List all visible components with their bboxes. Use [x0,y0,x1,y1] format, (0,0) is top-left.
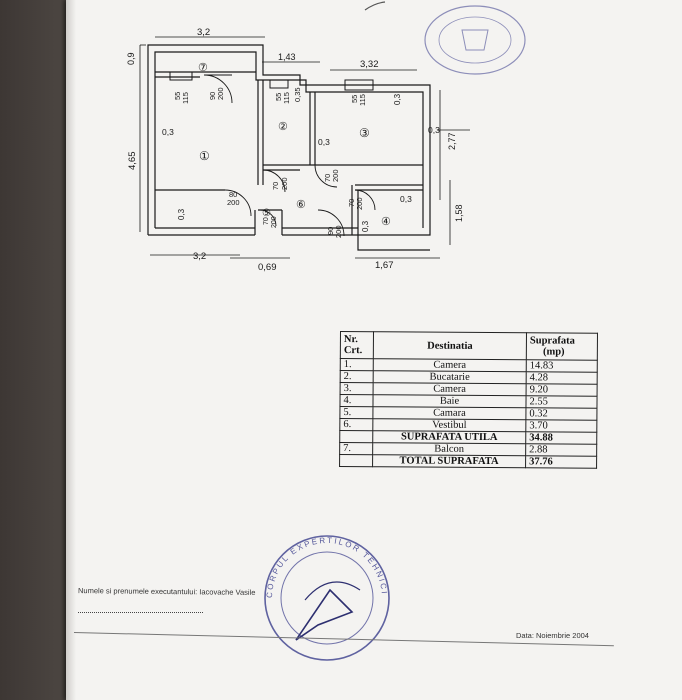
room-number-1: ① [199,149,210,163]
wall-label: 0,3 [162,127,174,137]
door-label: 70 [271,182,280,190]
dim-top-mid: 1,43 [278,52,296,62]
dim-bottom-left: 3,2 [193,251,206,262]
door-label: 200 [280,177,289,190]
room-number-3: ③ [359,126,370,140]
dimension-lines [139,36,470,259]
paper-edge [66,0,76,700]
stamp-top-right [424,5,526,75]
col-surf-header: Suprafata (mp) [526,332,598,361]
door-swings [203,74,376,237]
door-label: 200 [355,197,364,210]
col-nr-header: Nr.Crt. [340,331,374,359]
area-table: Nr.Crt. Destinatia Suprafata (mp) 1.Came… [339,331,598,469]
door-label: 70 [263,217,270,225]
window-label: 115 [358,94,367,106]
pen-stroke [364,1,386,11]
dim-right-low: 1,58 [454,204,464,222]
dim-bottom-right: 1,67 [375,260,394,271]
paper-sheet [66,0,682,700]
wall-label: 0,3 [400,194,412,204]
door-label: 80 [229,190,237,199]
signature-label: Numele si prenumele executantului: Iacov… [77,586,256,597]
room-number-2: ② [278,121,288,133]
wall-label: 0,3 [177,208,186,220]
wall-label: 0,3 [318,137,330,147]
stamp-text: CORPUL EXPERTILOR TEHNICI [265,536,389,598]
windows [169,71,374,91]
wall-label: 0,3 [393,93,402,105]
col-dest-header: Destinatia [373,331,527,360]
window-label: 55 [274,93,283,101]
room-number-6: ⑥ [296,199,306,211]
signature-line [78,612,203,613]
door-label: 70 [347,199,356,207]
room-number-4: ④ [381,216,391,228]
door-label: 90 [208,92,217,100]
wall-label: 0,3 [428,125,440,135]
window-label: 115 [282,92,291,104]
room-number-balcony: ⑦ [198,62,208,74]
door-label: 200 [334,225,343,238]
date-label: Data: Noiembrie 2004 [516,631,589,640]
dim-right-mid: 2,77 [447,132,457,150]
door-label: 200 [331,169,340,182]
dim-top-left-width: 3,2 [197,27,210,38]
room-number-5: ⑤ [262,208,271,219]
wall-label: 0,3 [361,220,370,232]
door-label: 200 [227,198,240,207]
window-label: 55 [350,95,359,103]
door-label: 0,35 [293,87,302,102]
dim-bottom-mid: 0,69 [258,262,277,273]
dim-top-left-height: 0,9 [126,52,136,65]
door-label: 70 [323,174,332,182]
door-label: 200 [216,87,225,100]
door-label: 200 [271,216,278,228]
door-label: 90 [326,227,335,235]
window-label: 115 [181,92,190,104]
dim-top-right: 3,32 [360,59,379,70]
stamp-bottom: CORPUL EXPERTILOR TEHNICI [264,535,390,661]
window-label: 55 [173,92,182,100]
dim-left-height: 4,65 [127,152,138,171]
